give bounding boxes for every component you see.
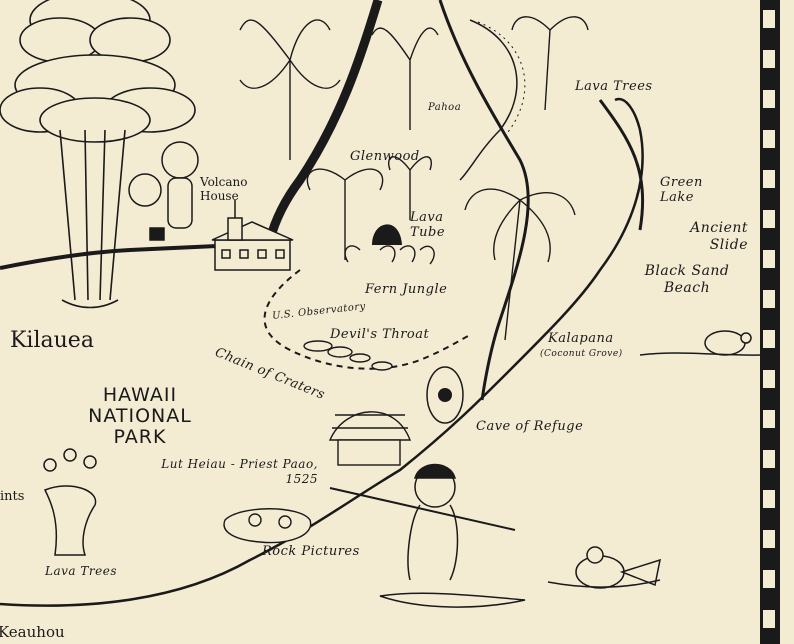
label-kilauea: Kilauea	[10, 328, 94, 353]
volcano-house-icon	[211, 200, 294, 271]
eruption-cloud-icon	[0, 0, 196, 309]
label-devils-throat: Devil's Throat	[330, 327, 430, 342]
road-volcano	[265, 0, 383, 242]
label-ancient-slide: Ancient Slide	[690, 220, 748, 253]
label-lava-tube: Lava Tube	[410, 210, 446, 240]
label-fern-jungle: Fern Jungle	[365, 282, 448, 297]
label-kalapana: Kalapana	[548, 331, 614, 346]
spear-fisherman-icon	[329, 463, 526, 608]
road-east	[438, 0, 530, 401]
label-heiau: Lut Heiau - Priest Paao, 1525	[161, 457, 318, 486]
coastline	[0, 97, 644, 607]
crater-stones	[303, 340, 393, 371]
map-border	[760, 0, 794, 644]
hut-icon	[328, 411, 412, 466]
label-points: ints	[0, 489, 25, 504]
rock-pictures-icon	[223, 508, 312, 544]
label-rock-pictures: Rock Pictures	[262, 544, 360, 559]
label-black-sand-beach: Black Sand Beach	[644, 263, 730, 296]
label-coconut-grove: (Coconut Grove)	[540, 349, 623, 359]
fern-tree-icon	[239, 19, 439, 265]
railroad	[459, 19, 518, 181]
label-hawaii-national-park: HAWAII NATIONAL PARK	[88, 384, 192, 448]
label-green-lake: Green Lake	[660, 175, 703, 205]
label-lava-trees-bottom: Lava Trees	[45, 564, 117, 578]
label-lava-trees-top: Lava Trees	[575, 79, 653, 94]
turtle-icon	[639, 330, 761, 356]
label-cave-of-refuge: Cave of Refuge	[476, 419, 584, 434]
palm-tree-icon	[464, 16, 589, 341]
label-pahoa: Pahoa	[428, 102, 462, 113]
tourist-figure-icon	[128, 141, 199, 241]
lava-tree-icon	[43, 448, 97, 556]
road-green-lake	[598, 99, 645, 231]
label-keauhou: Keauhou	[0, 623, 65, 641]
label-volcano-house: Volcano House	[200, 175, 248, 203]
cave-icon	[372, 224, 464, 424]
label-glenwood: Glenwood	[350, 149, 420, 164]
fish-icon	[547, 546, 661, 589]
